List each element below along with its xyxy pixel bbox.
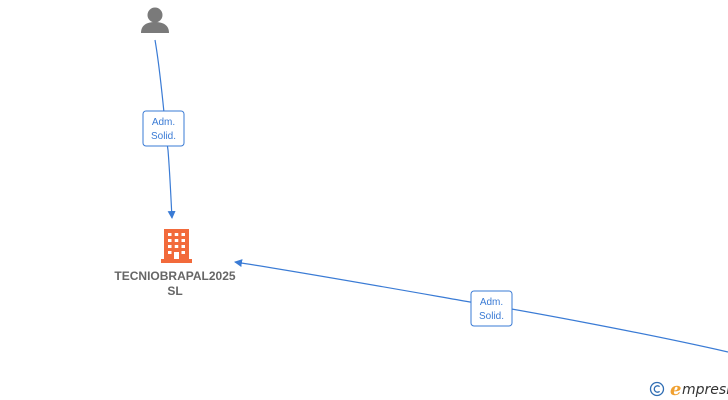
edge-person-to-company bbox=[154, 39, 176, 219]
brand-name: mpresia bbox=[682, 382, 728, 398]
company-label-line2: SL bbox=[167, 284, 182, 298]
edge-label-top-line2: Solid. bbox=[151, 131, 176, 142]
edge-label-right[interactable]: Adm. Solid. bbox=[470, 290, 513, 327]
copyright-icon bbox=[649, 381, 665, 397]
edge-offscreen-to-company bbox=[234, 259, 728, 353]
person-icon bbox=[141, 7, 169, 33]
empresia-watermark: e mpresia bbox=[649, 379, 728, 400]
person-node[interactable] bbox=[141, 7, 169, 34]
building-icon bbox=[161, 229, 192, 263]
edge-label-top[interactable]: Adm. Solid. bbox=[142, 110, 185, 147]
edge-label-right-line2: Solid. bbox=[479, 311, 504, 322]
edge-label-top-line1: Adm. bbox=[152, 117, 175, 128]
brand-initial: e bbox=[670, 379, 681, 400]
edge-label-right-line1: Adm. bbox=[480, 297, 503, 308]
company-label-line1: TECNIOBRAPAL2025 bbox=[114, 269, 235, 283]
company-node[interactable]: TECNIOBRAPAL2025 SL bbox=[114, 229, 236, 298]
